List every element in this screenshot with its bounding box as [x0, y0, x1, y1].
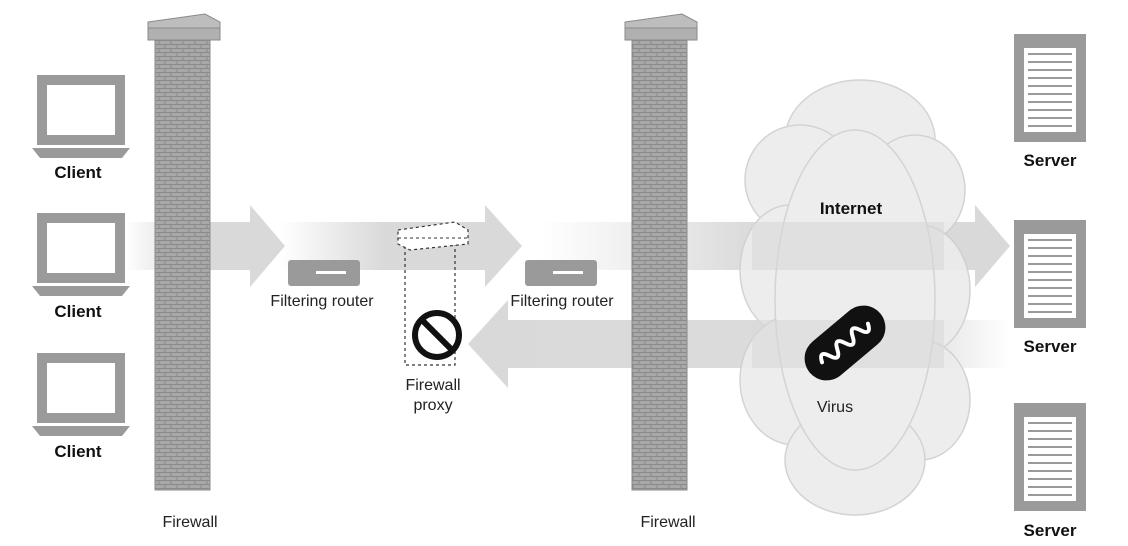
firewall-right-label: Firewall [640, 514, 695, 531]
firewall-proxy [397, 221, 469, 366]
firewall-wall-left [147, 13, 221, 491]
computer-monitor-icon [32, 213, 130, 296]
client-2: Client [32, 213, 130, 321]
server-3: Server [1014, 403, 1086, 540]
virus-icon [804, 305, 886, 381]
virus-label: Virus [817, 399, 853, 416]
prohibited-sign-icon [412, 310, 462, 360]
server-rack-icon [1014, 34, 1086, 142]
internet-label: Internet [820, 199, 883, 218]
filtering-router-right-label: Filtering router [510, 293, 614, 310]
client-label: Client [54, 163, 102, 182]
server-label: Server [1024, 337, 1077, 356]
router-box-icon-left [288, 260, 360, 286]
firewall-proxy-label-line2: proxy [413, 397, 452, 414]
firewall-proxy-label-line1: Firewall [405, 377, 460, 394]
client-1: Client [32, 75, 130, 182]
filtering-router-left-label: Filtering router [270, 293, 374, 310]
firewall-wall-right [624, 13, 698, 491]
server-1: Server [1014, 34, 1086, 170]
router-box-icon-right [525, 260, 597, 286]
client-label: Client [54, 302, 102, 321]
client-label: Client [54, 442, 102, 461]
server-label: Server [1024, 151, 1077, 170]
internet-cloud: Internet [739, 79, 971, 516]
firewall-left-label: Firewall [162, 514, 217, 531]
server-rack-icon [1014, 403, 1086, 511]
client-3: Client [32, 353, 130, 461]
server-label: Server [1024, 521, 1077, 540]
computer-monitor-icon [32, 353, 130, 436]
server-rack-icon [1014, 220, 1086, 328]
computer-monitor-icon [32, 75, 130, 158]
server-2: Server [1014, 220, 1086, 356]
